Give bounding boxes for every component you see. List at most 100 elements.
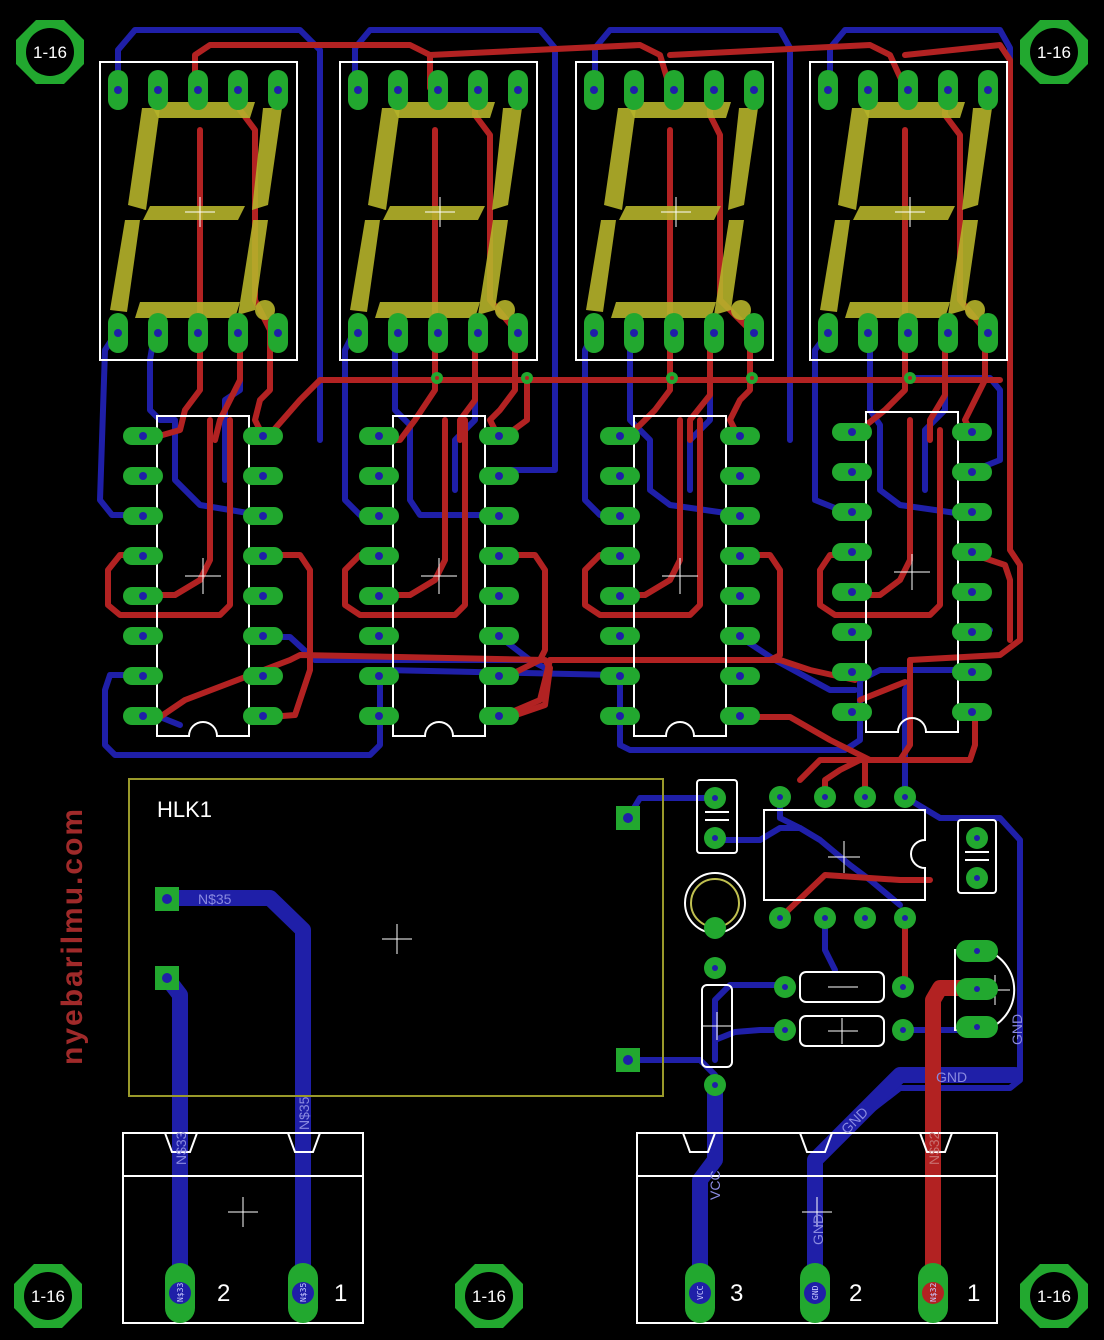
display-dp — [731, 300, 751, 320]
hole-label: 1-16 — [1037, 43, 1071, 62]
pad-net-label: GND — [811, 1285, 820, 1300]
display-segment — [110, 220, 140, 312]
display-dp — [255, 300, 275, 320]
ic-outline — [392, 415, 486, 737]
display-segment — [492, 108, 522, 210]
display-outline — [339, 61, 538, 361]
seven-segment-display — [339, 61, 538, 361]
pin-number: 1 — [967, 1280, 980, 1307]
shift-register-ics — [123, 411, 992, 737]
display-segments — [586, 102, 758, 320]
mounting-hole-bottom-center: 1-16 — [455, 1264, 523, 1328]
hole-label: 1-16 — [472, 1287, 506, 1306]
display-segment — [845, 302, 950, 318]
display-segment — [838, 108, 870, 210]
terminal-block-right — [636, 1132, 998, 1324]
hole-label: 1-16 — [31, 1287, 65, 1306]
display-outline — [575, 61, 774, 361]
pad-net-label: VCC — [696, 1285, 705, 1300]
display-segment — [390, 102, 495, 118]
hole-label: 1-16 — [33, 43, 67, 62]
net-label-n35-vertical: N$35 — [296, 1096, 312, 1130]
display-dp — [495, 300, 515, 320]
display-segment — [368, 108, 400, 210]
pin-number: 3 — [730, 1280, 743, 1307]
seven-segment-display — [575, 61, 774, 361]
display-segment — [150, 102, 255, 118]
display-outline — [99, 61, 298, 361]
mounting-hole-top-right: 1-16 — [1020, 20, 1088, 84]
display-segment — [860, 102, 965, 118]
display-segment — [619, 206, 721, 220]
display-segment — [948, 220, 978, 315]
display-segment — [478, 220, 508, 315]
display-segment — [853, 206, 955, 220]
display-segment — [586, 220, 616, 312]
pad-net-names: N$33 N$35 VCC GND N$32 — [176, 1283, 938, 1302]
seven-segment-displays — [99, 61, 1008, 361]
top-copper-layer — [105, 42, 1023, 988]
pad-net-label: N$35 — [299, 1283, 308, 1302]
mounting-hole-bottom-right: 1-16 — [1020, 1264, 1088, 1328]
resistor-r2-outline — [799, 1015, 885, 1047]
display-segment — [143, 206, 245, 220]
display-segment — [626, 102, 731, 118]
ic-16pin — [359, 415, 519, 737]
display-segment — [128, 108, 160, 210]
display-outline — [809, 61, 1008, 361]
pad-net-label: N$32 — [929, 1283, 938, 1302]
via-holes — [435, 376, 912, 380]
display-segment — [375, 302, 480, 318]
display-segment — [252, 108, 282, 210]
net-label-n32: N$32 — [926, 1131, 942, 1165]
ic-16pin — [123, 415, 283, 737]
display-segment — [238, 220, 268, 315]
pad-net-label: N$33 — [176, 1283, 185, 1302]
mounting-hole-bottom-left: 1-16 — [14, 1264, 82, 1328]
terminal-pin-numbers: 2 1 3 2 1 — [217, 1280, 980, 1307]
display-segment — [962, 108, 992, 210]
hlk-module: HLK1 N$35 — [128, 778, 664, 1097]
pin-number: 2 — [217, 1280, 230, 1307]
resistor-r1-outline — [799, 971, 885, 1003]
hlk-outline — [128, 778, 664, 1097]
resistor-vertical-outline — [701, 984, 733, 1068]
display-segments — [110, 102, 282, 320]
small-components — [684, 779, 1016, 1068]
net-label-gnd-vertical: GND — [810, 1214, 826, 1245]
net-label-gnd-horizontal: GND — [936, 1069, 967, 1085]
display-segment — [611, 302, 716, 318]
display-segment — [350, 220, 380, 312]
pin-number: 1 — [334, 1280, 347, 1307]
capacitor-c2-outline — [957, 819, 997, 894]
capacitor-c1-outline — [696, 779, 738, 854]
small-component-drills — [712, 794, 980, 1088]
ic-outline — [633, 415, 727, 737]
display-segment — [604, 108, 636, 210]
display-segment — [728, 108, 758, 210]
ic-outline — [865, 411, 959, 733]
net-label-gnd-right: GND — [1009, 1014, 1025, 1045]
net-label-vcc: VCC — [707, 1170, 723, 1200]
hlk-name-label: HLK1 — [157, 797, 212, 822]
mounting-hole-top-left: 1-16 — [16, 20, 84, 84]
terminal-block-left — [122, 1132, 364, 1324]
terminal-pads — [165, 1263, 948, 1323]
seven-segment-display — [99, 61, 298, 361]
ic-16pin — [600, 415, 760, 737]
net-label-n35: N$35 — [198, 891, 232, 907]
display-dp — [965, 300, 985, 320]
ic-16pin — [832, 411, 992, 733]
ic-8pin-outline — [763, 809, 926, 901]
display-segment — [820, 220, 850, 312]
mounting-holes: 1-16 1-16 1-16 1-16 1-16 — [14, 20, 1088, 1328]
ic-outline — [156, 415, 250, 737]
hole-label: 1-16 — [1037, 1287, 1071, 1306]
watermark-text: nyebarilmu.com — [56, 807, 89, 1065]
net-label-n33: N$33 — [173, 1131, 189, 1165]
seven-segment-display — [809, 61, 1008, 361]
display-segment — [135, 302, 240, 318]
display-segment — [383, 206, 485, 220]
display-segment — [714, 220, 744, 315]
